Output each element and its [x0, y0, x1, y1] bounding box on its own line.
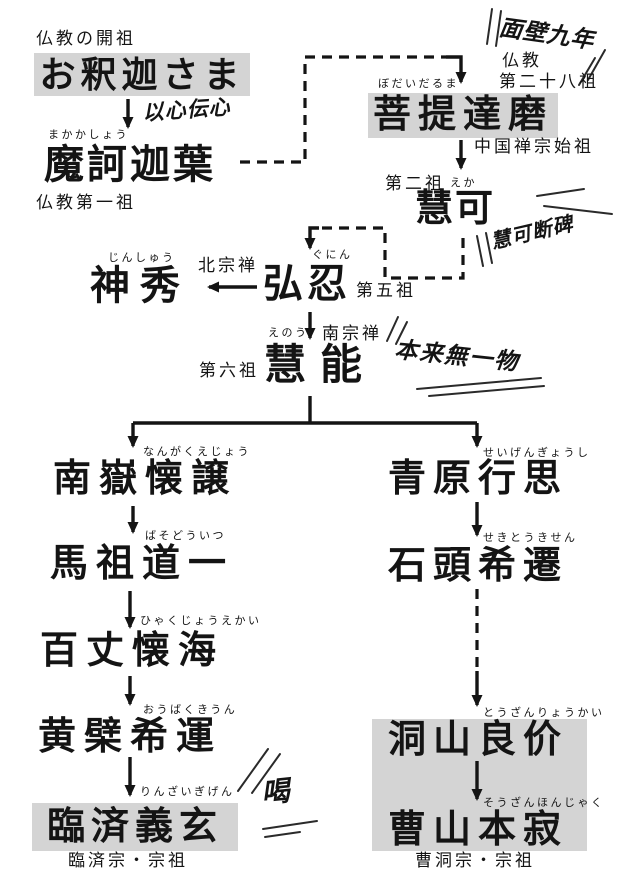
- rinzai-name: 臨済義玄: [32, 803, 238, 851]
- rinzai-furigana: りんざいぎげん: [140, 786, 235, 798]
- arrow-into-daruma: [446, 55, 467, 84]
- menpeki-annotation: 面壁九年: [497, 14, 597, 54]
- jinshu-furigana: じんしゅう: [108, 252, 176, 264]
- menpeki-tick-marks-right: [578, 49, 606, 86]
- ishindenshin-annotation: 以心伝心: [141, 95, 232, 125]
- honrai-underline-marks: [416, 377, 545, 397]
- ekadanpi-annotation: 慧可断碑: [488, 213, 576, 254]
- eno-furigana: えのう: [268, 327, 309, 339]
- seigen-furigana: せいげんぎょうし: [483, 447, 591, 459]
- menpeki-tick-marks-left: [486, 8, 502, 47]
- eka-furigana: えか: [450, 177, 477, 189]
- daruma-name: 菩提達磨: [368, 93, 558, 138]
- katsu-tick-marks: [237, 748, 281, 794]
- sekito-name: 石頭希遷: [388, 545, 569, 587]
- sozan-furigana: そうざんほんじゃく: [483, 797, 605, 809]
- eno-name: 慧能: [264, 341, 377, 388]
- daruma-subtitle: 中国禅宗始祖: [474, 137, 594, 156]
- daruma-title-line1: 仏教: [502, 51, 542, 70]
- obaku-name: 黄檗希運: [38, 716, 223, 758]
- honrai-tick-marks: [386, 316, 408, 345]
- nangaku-name: 南嶽懐譲: [53, 458, 238, 500]
- dashed-eka-to-gunin: [319, 226, 465, 280]
- makakasho-name: 魔訶迦葉: [44, 143, 216, 187]
- katsu-annotation: 喝: [259, 775, 291, 809]
- eka-rank: 第二祖: [385, 174, 445, 193]
- highlight-box-rinzai: [32, 803, 238, 851]
- gunin-furigana: ぐにん: [312, 249, 353, 261]
- seigen-name: 青原行思: [388, 458, 569, 500]
- nangaku-furigana: なんがくえじょう: [143, 446, 251, 458]
- highlight-box-soto: [372, 719, 587, 851]
- arrow-into-gunin: [304, 226, 319, 250]
- makakasho-title: 仏教第一祖: [36, 193, 136, 212]
- tozan-name: 洞山良价: [388, 719, 569, 761]
- highlight-box-shaka: [34, 53, 250, 96]
- tozan-furigana: とうざんりょうかい: [483, 707, 605, 719]
- soto-school-label: 曹洞宗・宗祖: [415, 851, 535, 870]
- ekadanpi-tick-marks: [476, 232, 493, 267]
- sekito-furigana: せきとうきせん: [483, 532, 578, 544]
- gunin-name: 弘忍: [263, 262, 351, 306]
- makakasho-furigana: まかかしょう: [48, 129, 129, 141]
- dashed-makakasho-to-daruma: [240, 55, 446, 164]
- gunin-rank: 第五祖: [356, 281, 416, 300]
- hokushuzen-label: 北宗禅: [198, 256, 258, 275]
- shaka-title: 仏教の開祖: [36, 29, 136, 48]
- obaku-furigana: おうばくきうん: [143, 704, 238, 716]
- baso-furigana: ばそどういつ: [145, 530, 226, 542]
- shaka-name-text: お釈迦さま: [39, 54, 245, 95]
- hyakujo-name: 百丈懐海: [40, 630, 225, 672]
- jinshu-name: 神秀: [90, 264, 190, 308]
- eno-rank: 第六祖: [199, 361, 259, 380]
- eka-name: 慧可: [415, 188, 496, 230]
- hyakujo-furigana: ひゃくじょうえかい: [140, 615, 262, 627]
- rinzai-school-label: 臨済宗・宗祖: [68, 851, 188, 870]
- daruma-name-text: 菩提達磨: [372, 94, 553, 136]
- sozan-name: 曹山本寂: [388, 809, 569, 851]
- rinzai-name-text: 臨済義玄: [46, 806, 223, 848]
- honrai-annotation: 本来無一物: [393, 336, 521, 375]
- highlight-box-daruma: [368, 93, 558, 138]
- baso-name: 馬祖道一: [50, 543, 235, 585]
- katsu-underline-marks: [262, 820, 318, 838]
- daruma-furigana: ぼだいだるま: [378, 78, 459, 90]
- eka-underline-marks: [536, 188, 613, 215]
- shaka-name: お釈迦さま: [34, 53, 250, 96]
- daruma-title-line2: 第二十八祖: [499, 72, 599, 91]
- nanshuzen-label: 南宗禅: [322, 324, 382, 343]
